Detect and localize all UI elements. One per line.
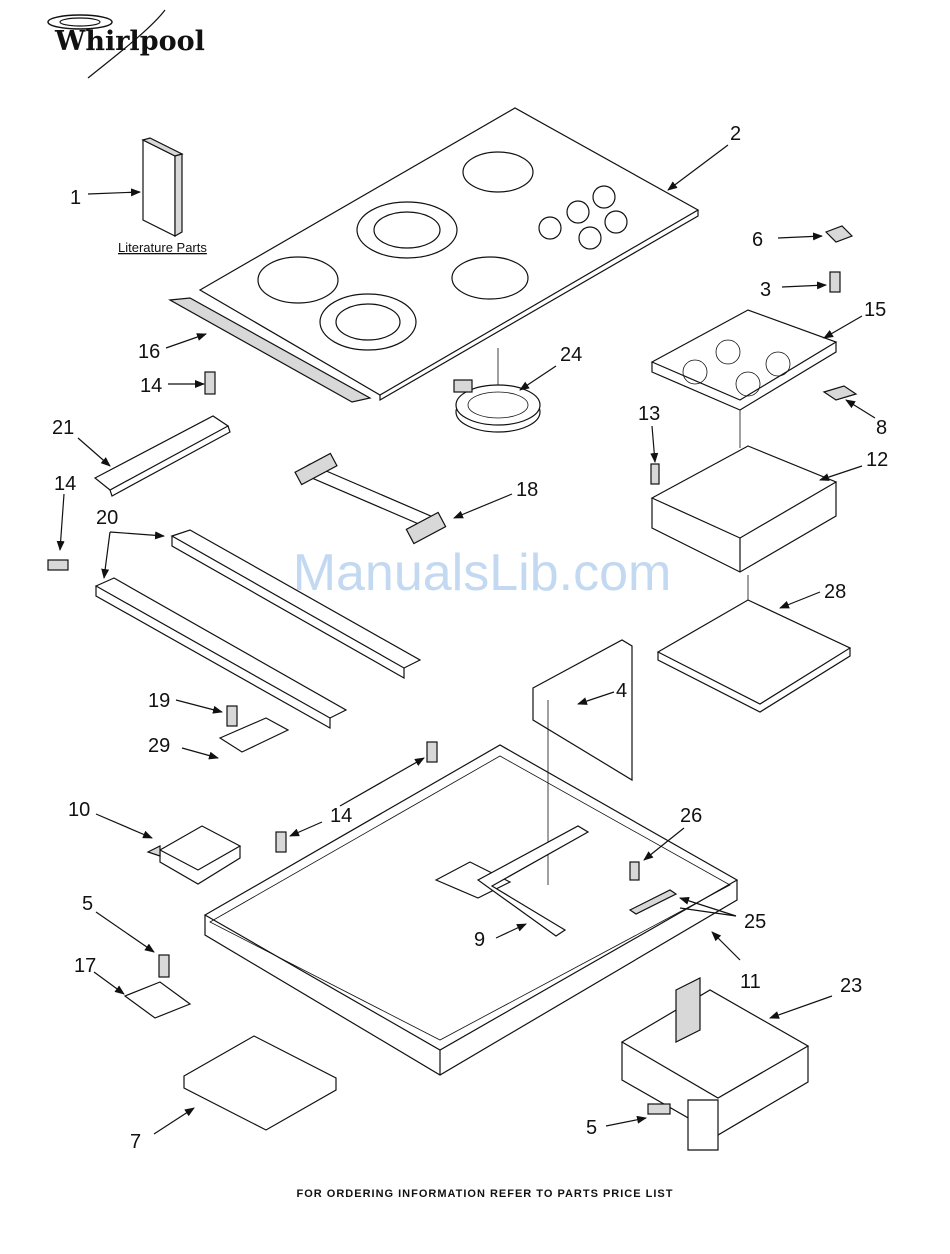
callout-4: 4 [616, 680, 627, 702]
brand-wordmark: Whirlpool [54, 26, 205, 57]
callout-14a: 14 [140, 375, 162, 397]
callout-20: 20 [96, 507, 118, 529]
screw-13 [651, 464, 659, 484]
callout-26: 26 [680, 805, 702, 827]
junction-box [148, 826, 240, 884]
callout-9: 9 [474, 929, 485, 951]
callout-19: 19 [148, 690, 170, 712]
callout-25: 25 [744, 911, 766, 933]
callout-14b: 14 [54, 473, 76, 495]
literature-label: Literature Parts [118, 240, 207, 255]
screw-26 [630, 862, 639, 880]
callout-17: 17 [74, 955, 96, 977]
callout-6: 6 [752, 229, 763, 251]
terminal-box [622, 978, 808, 1150]
callout-3: 3 [760, 279, 771, 301]
callout-8: 8 [876, 417, 887, 439]
callout-11: 11 [740, 971, 761, 993]
screw-3 [830, 272, 840, 292]
callout-1: 1 [70, 187, 81, 209]
small-board-8 [824, 386, 856, 400]
watermark: ManualsLib.com [293, 544, 672, 602]
clip-part [826, 226, 852, 242]
bracket-21 [95, 416, 230, 496]
callout-5a: 5 [82, 893, 93, 915]
screw-5b [648, 1104, 670, 1114]
callout-29: 29 [148, 735, 170, 757]
callout-10: 10 [68, 799, 90, 821]
plate-17 [125, 982, 190, 1018]
ribbon-cable [295, 453, 446, 543]
callout-12: 12 [866, 449, 888, 471]
callout-7: 7 [130, 1131, 141, 1153]
callout-18: 18 [516, 479, 538, 501]
mounting-tray [658, 575, 850, 712]
callout-13: 13 [638, 403, 660, 425]
literature-parts: Literature Parts [118, 138, 207, 255]
screw-14a [205, 372, 215, 394]
radiant-element [454, 348, 540, 432]
callout-28: 28 [824, 581, 846, 603]
screw-19 [227, 706, 237, 726]
callout-14c: 14 [330, 805, 352, 827]
callout-2: 2 [730, 123, 741, 145]
callout-5b: 5 [586, 1117, 597, 1139]
rear-bracket [184, 1036, 336, 1130]
callout-24: 24 [560, 344, 582, 366]
callout-21: 21 [52, 417, 74, 439]
callout-16: 16 [138, 341, 160, 363]
screw-5a [159, 955, 169, 977]
callout-23: 23 [840, 975, 862, 997]
control-board [652, 310, 836, 448]
control-housing [652, 446, 836, 572]
whirlpool-logo: Whirlpool [48, 10, 205, 78]
callout-15: 15 [864, 299, 886, 321]
screw-14b [48, 560, 68, 570]
ordering-footer: FOR ORDERING INFORMATION REFER TO PARTS … [297, 1188, 674, 1200]
